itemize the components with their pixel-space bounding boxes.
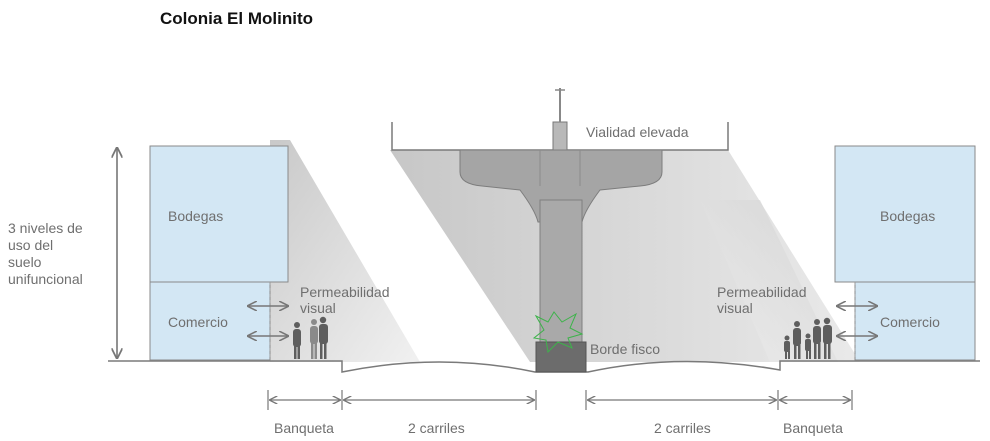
label-comercio-left: Comercio	[168, 314, 228, 330]
page-title: Colonia El Molinito	[160, 9, 313, 28]
vegetation-icon	[532, 311, 584, 354]
right-building-bodegas	[834, 145, 976, 283]
ground-line	[108, 360, 980, 373]
label-permeabilidad-left: Permeabilidad visual	[300, 284, 390, 316]
label-vialidad-elevada: Vialidad elevada	[586, 124, 689, 140]
label-niveles: 3 niveles de uso del suelo unifuncional	[8, 220, 83, 287]
dimension-ticks	[267, 390, 853, 410]
dimension-label-carriles-left: 2 carriles	[408, 420, 465, 436]
right-building-comercio	[854, 281, 976, 361]
label-permeabilidad-right: Permeabilidad visual	[717, 284, 807, 316]
pedestrians-right-icon	[784, 317, 832, 359]
pedestrians-left-icon	[293, 316, 328, 359]
left-building-bodegas	[149, 145, 289, 283]
label-bodegas-right: Bodegas	[880, 208, 936, 224]
lamp-post-base	[552, 121, 568, 151]
dimension-label-banqueta-left: Banqueta	[274, 420, 334, 436]
right-sightline-shadow	[700, 200, 838, 362]
left-building-comercio	[149, 281, 271, 361]
pier-footing	[535, 341, 587, 373]
label-comercio-right: Comercio	[880, 314, 940, 330]
dimension-label-carriles-right: 2 carriles	[654, 420, 711, 436]
left-sightline-shadow	[270, 140, 420, 362]
dimension-label-banqueta-right: Banqueta	[783, 420, 843, 436]
label-bodegas-left: Bodegas	[168, 208, 224, 224]
label-borde-fisco: Borde fisco	[590, 341, 661, 357]
